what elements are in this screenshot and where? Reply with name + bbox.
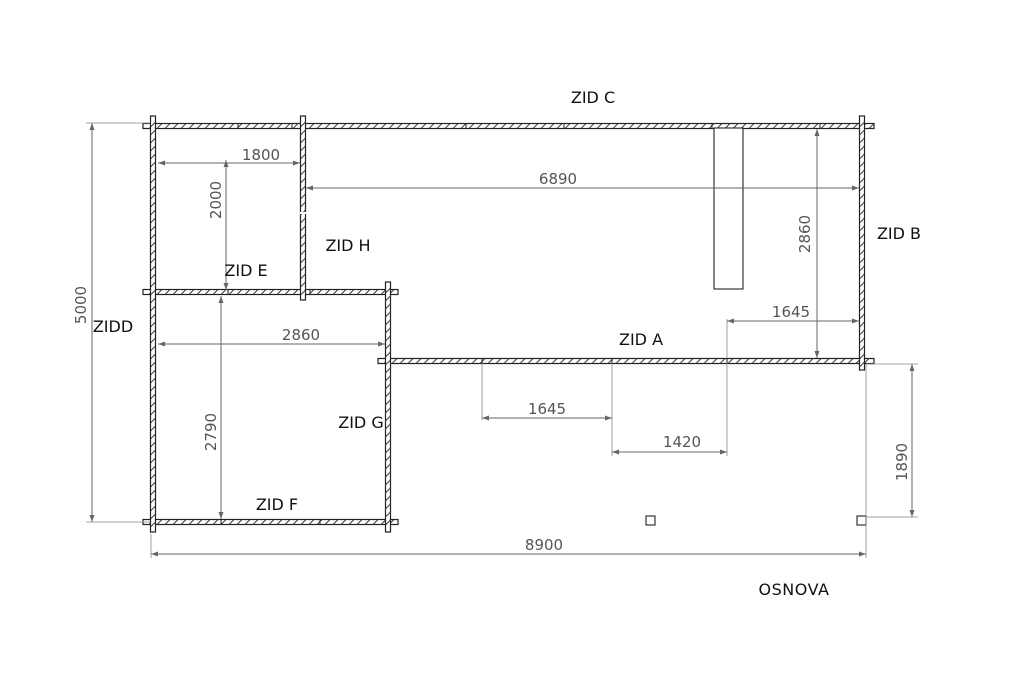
dimension-lines — [86, 122, 918, 558]
dim-main-length: 6890 — [539, 170, 577, 188]
wall-zid-b — [858, 115, 866, 371]
label-zid-g: ZID G — [338, 413, 383, 432]
wall-zid-f — [142, 518, 399, 526]
label-zid-e: ZID E — [224, 261, 267, 280]
label-zid-a: ZID A — [619, 330, 663, 349]
dim-terrace-depth: 1890 — [893, 443, 911, 481]
label-zid-b: ZID B — [877, 224, 921, 243]
label-zid-h: ZID H — [325, 236, 370, 255]
wall-zid-d — [149, 115, 157, 533]
wall-zid-c — [142, 122, 875, 130]
label-zid-f: ZID F — [256, 495, 298, 514]
drawing-caption: OSNOVA — [759, 580, 830, 599]
dim-zid-a-offset: 1645 — [772, 303, 810, 321]
wall-zid-h — [299, 115, 307, 301]
dim-room1-depth: 2000 — [207, 181, 225, 219]
wall-zid-g — [384, 281, 392, 533]
dim-room2-width: 2860 — [282, 326, 320, 344]
wall-zid-a — [377, 357, 875, 365]
dim-overall-width: 5000 — [72, 286, 90, 324]
dim-zid-a-segment-1: 1645 — [528, 400, 566, 418]
post-right — [856, 515, 867, 526]
dim-room2-depth: 2790 — [202, 413, 220, 451]
column-tall — [713, 127, 744, 290]
walls-group — [142, 115, 875, 533]
dimension-labels: 1800 2000 6890 2860 1645 2860 2790 1645 … — [72, 146, 911, 554]
structural-elements — [645, 127, 867, 526]
dim-zid-b-length: 2860 — [796, 215, 814, 253]
wall-labels: ZID C ZID B ZID H ZID E ZIDD ZID A ZID G… — [93, 88, 921, 514]
wall-zid-e — [142, 288, 399, 296]
label-zid-c: ZID C — [571, 88, 615, 107]
dim-zid-a-segment-2: 1420 — [663, 433, 701, 451]
dim-overall-length: 8900 — [525, 536, 563, 554]
label-zid-d: ZIDD — [93, 317, 133, 336]
dim-room1-width: 1800 — [242, 146, 280, 164]
post-left — [645, 515, 656, 526]
